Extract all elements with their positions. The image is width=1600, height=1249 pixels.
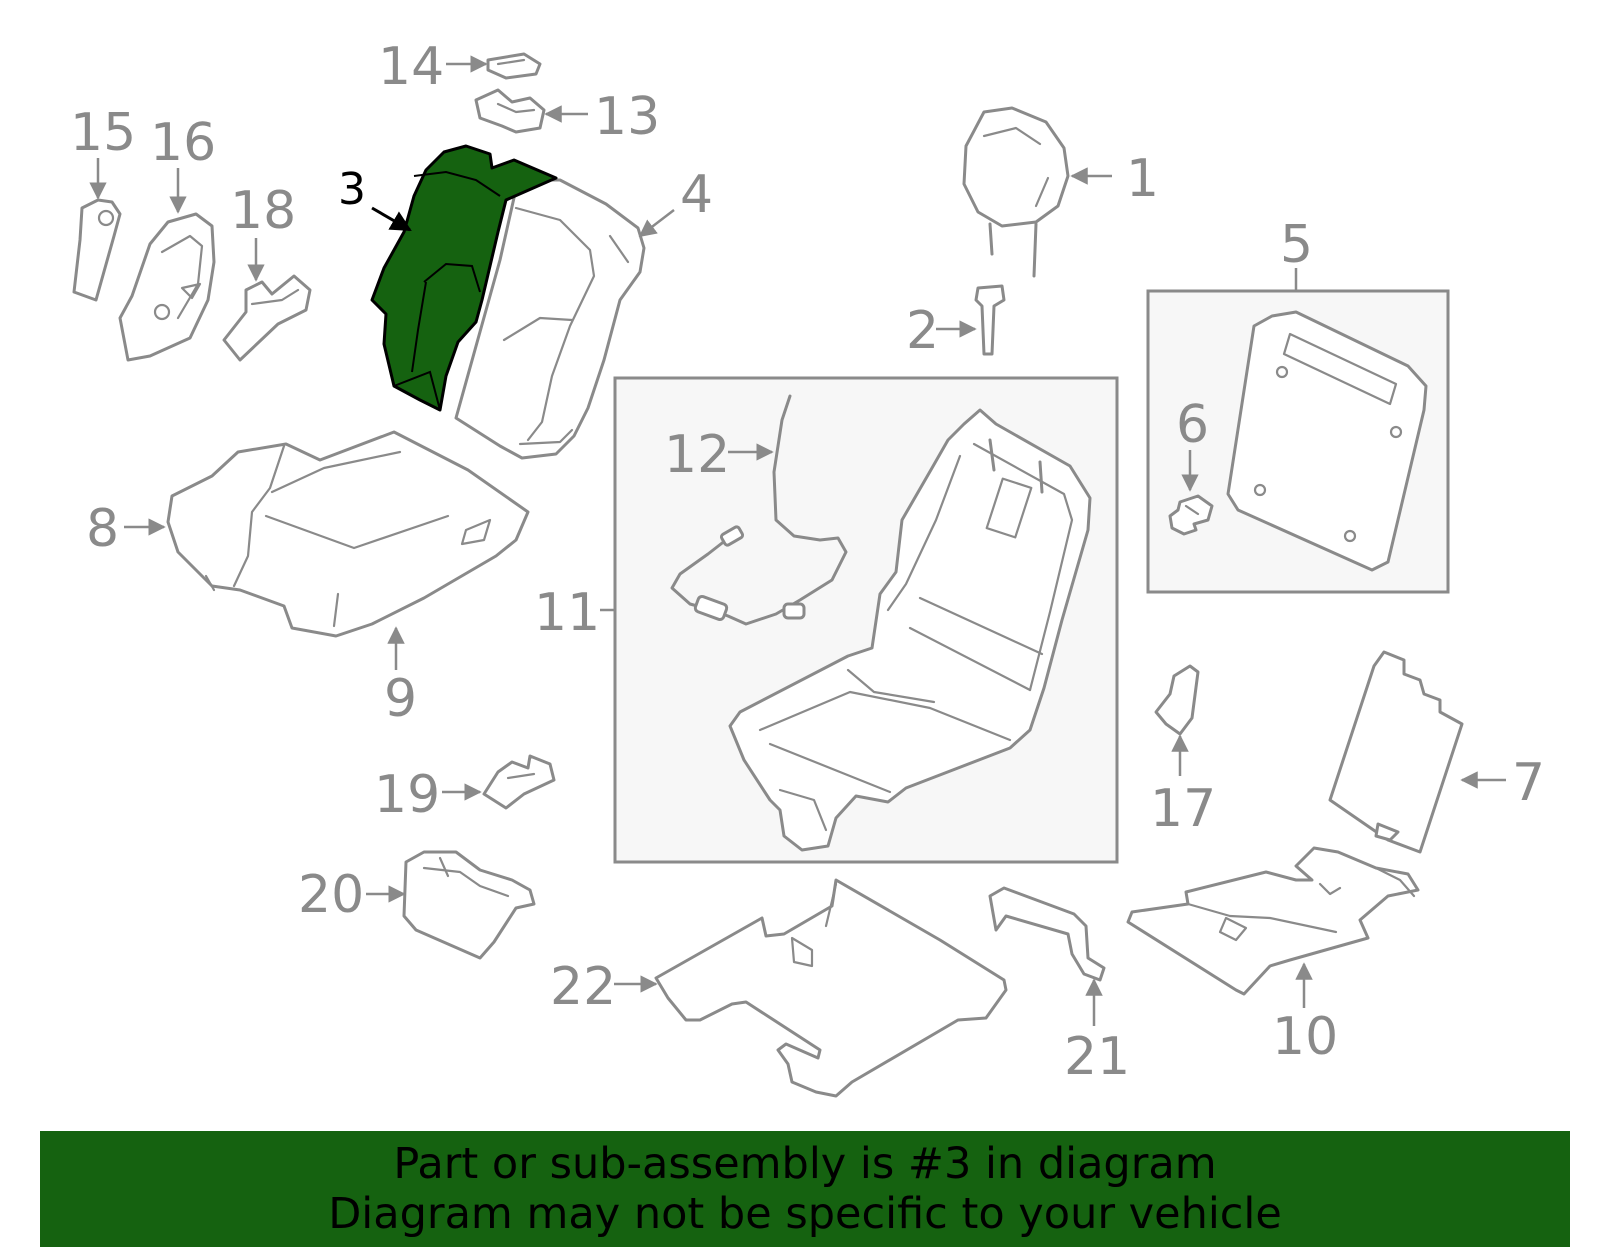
part-18-clip[interactable] bbox=[222, 274, 312, 362]
part-8-seat-cushion-pad[interactable] bbox=[166, 430, 530, 638]
callout-21: 21 bbox=[1064, 1027, 1130, 1087]
callout-12: 12 bbox=[664, 425, 730, 485]
callout-8: 8 bbox=[86, 499, 119, 559]
part-4-seatback-pad[interactable] bbox=[454, 178, 646, 460]
callout-4: 4 bbox=[680, 165, 713, 225]
part-14-clip[interactable] bbox=[486, 52, 542, 80]
callout-9: 9 bbox=[384, 669, 417, 729]
callout-13: 13 bbox=[594, 87, 660, 147]
part-16-side-cover[interactable] bbox=[118, 212, 216, 362]
callout-14: 14 bbox=[378, 37, 444, 97]
part-17-clip[interactable] bbox=[1154, 664, 1200, 736]
callout-17: 17 bbox=[1150, 779, 1216, 839]
callout-5: 5 bbox=[1280, 215, 1313, 275]
part-10-cushion-board[interactable] bbox=[1126, 846, 1420, 996]
part-21-trim[interactable] bbox=[988, 886, 1106, 982]
part-20-housing[interactable] bbox=[402, 850, 536, 960]
callout-11: 11 bbox=[534, 583, 600, 643]
callout-18: 18 bbox=[230, 181, 296, 241]
callout-6: 6 bbox=[1176, 395, 1209, 455]
callout-16: 16 bbox=[150, 113, 216, 173]
part-13-bracket[interactable] bbox=[474, 88, 546, 134]
callout-15: 15 bbox=[70, 103, 136, 163]
leader-3 bbox=[371, 206, 412, 232]
callout-3: 3 bbox=[338, 164, 366, 215]
part-1-headrest[interactable] bbox=[962, 106, 1070, 278]
part-19-bracket[interactable] bbox=[482, 754, 556, 810]
part-6-fastener[interactable] bbox=[1168, 494, 1214, 536]
callout-1: 1 bbox=[1126, 149, 1159, 209]
banner-line-2: Diagram may not be specific to your vehi… bbox=[328, 1189, 1282, 1239]
callout-2: 2 bbox=[906, 301, 939, 361]
callout-20: 20 bbox=[298, 865, 364, 925]
callout-19: 19 bbox=[374, 765, 440, 825]
callout-7: 7 bbox=[1512, 753, 1545, 813]
info-banner: Part or sub-assembly is #3 in diagram Di… bbox=[40, 1131, 1570, 1247]
callout-22: 22 bbox=[550, 957, 616, 1017]
part-5-back-panel[interactable] bbox=[1226, 310, 1428, 572]
banner-line-1: Part or sub-assembly is #3 in diagram bbox=[393, 1139, 1217, 1189]
part-22-under-cover[interactable] bbox=[654, 878, 1008, 1098]
part-11-seat-frame[interactable] bbox=[728, 408, 1092, 852]
callout-10: 10 bbox=[1272, 1007, 1338, 1067]
part-12-wire-harness[interactable] bbox=[670, 394, 848, 626]
part-7-seatback-board[interactable] bbox=[1328, 650, 1464, 854]
part-15-lever[interactable] bbox=[72, 198, 122, 302]
leader-4 bbox=[638, 209, 675, 238]
part-2-headrest-guide[interactable] bbox=[974, 284, 1006, 356]
